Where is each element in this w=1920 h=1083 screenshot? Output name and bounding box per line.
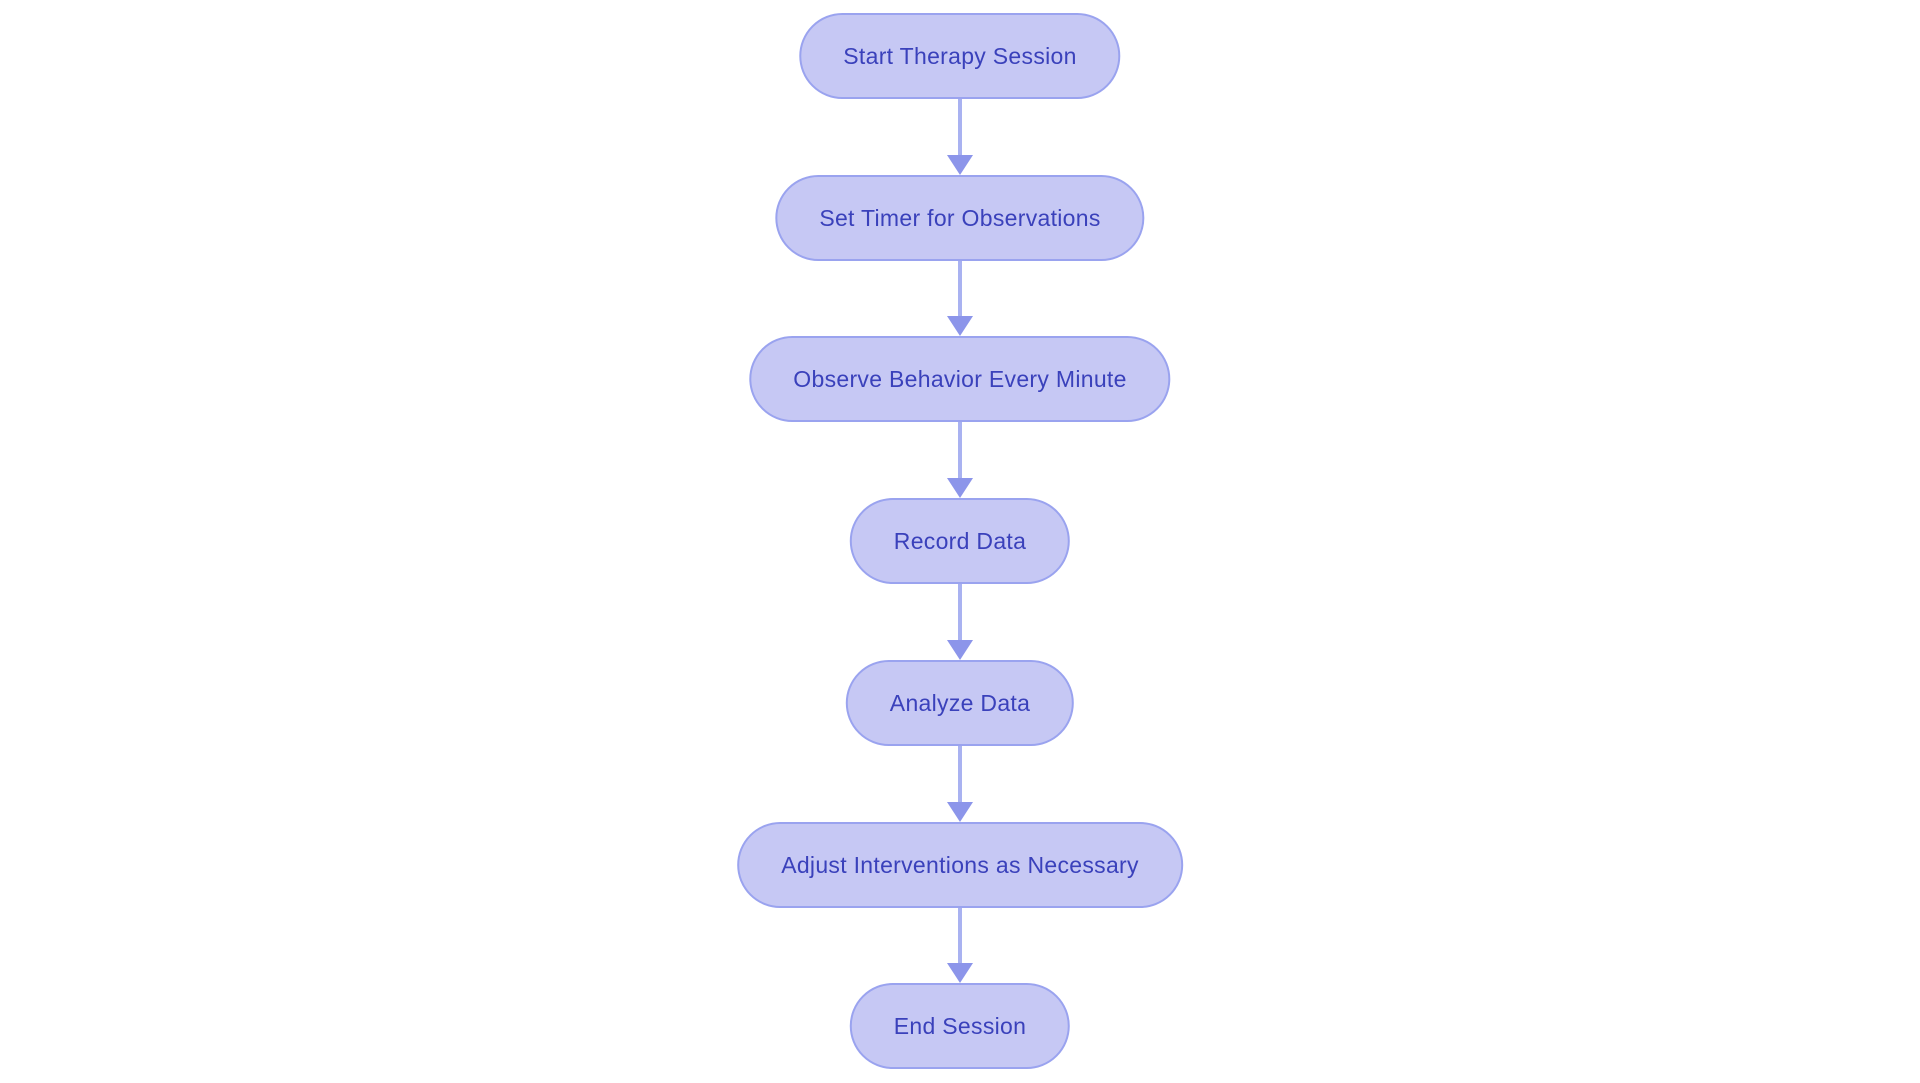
flow-node-start-therapy-session: Start Therapy Session xyxy=(799,13,1121,99)
flow-node-record-data: Record Data xyxy=(849,498,1071,584)
arrow-head-icon xyxy=(947,316,973,336)
arrow-shaft xyxy=(958,584,962,640)
arrow-head-icon xyxy=(947,963,973,983)
flow-arrow-set-timer-for-observations-to-observe-behavior-every-minute xyxy=(946,261,974,336)
flow-node-set-timer-for-observations: Set Timer for Observations xyxy=(775,175,1145,261)
arrow-shaft xyxy=(958,422,962,478)
flow-arrow-record-data-to-analyze-data xyxy=(946,584,974,660)
arrow-head-icon xyxy=(947,155,973,175)
flow-node-analyze-data: Analyze Data xyxy=(845,660,1075,746)
flow-arrow-analyze-data-to-adjust-interventions-as-necessary xyxy=(946,746,974,822)
arrow-shaft xyxy=(958,746,962,802)
flow-arrow-adjust-interventions-as-necessary-to-end-session xyxy=(946,908,974,983)
flow-node-end-session: End Session xyxy=(849,983,1071,1069)
arrow-shaft xyxy=(958,908,962,963)
arrow-head-icon xyxy=(947,640,973,660)
flow-node-adjust-interventions-as-necessary: Adjust Interventions as Necessary xyxy=(737,822,1183,908)
flow-node-observe-behavior-every-minute: Observe Behavior Every Minute xyxy=(749,336,1171,422)
flow-arrow-start-therapy-session-to-set-timer-for-observations xyxy=(946,99,974,175)
arrow-shaft xyxy=(958,261,962,316)
arrow-head-icon xyxy=(947,802,973,822)
arrow-head-icon xyxy=(947,478,973,498)
flow-arrow-observe-behavior-every-minute-to-record-data xyxy=(946,422,974,498)
arrow-shaft xyxy=(958,99,962,155)
